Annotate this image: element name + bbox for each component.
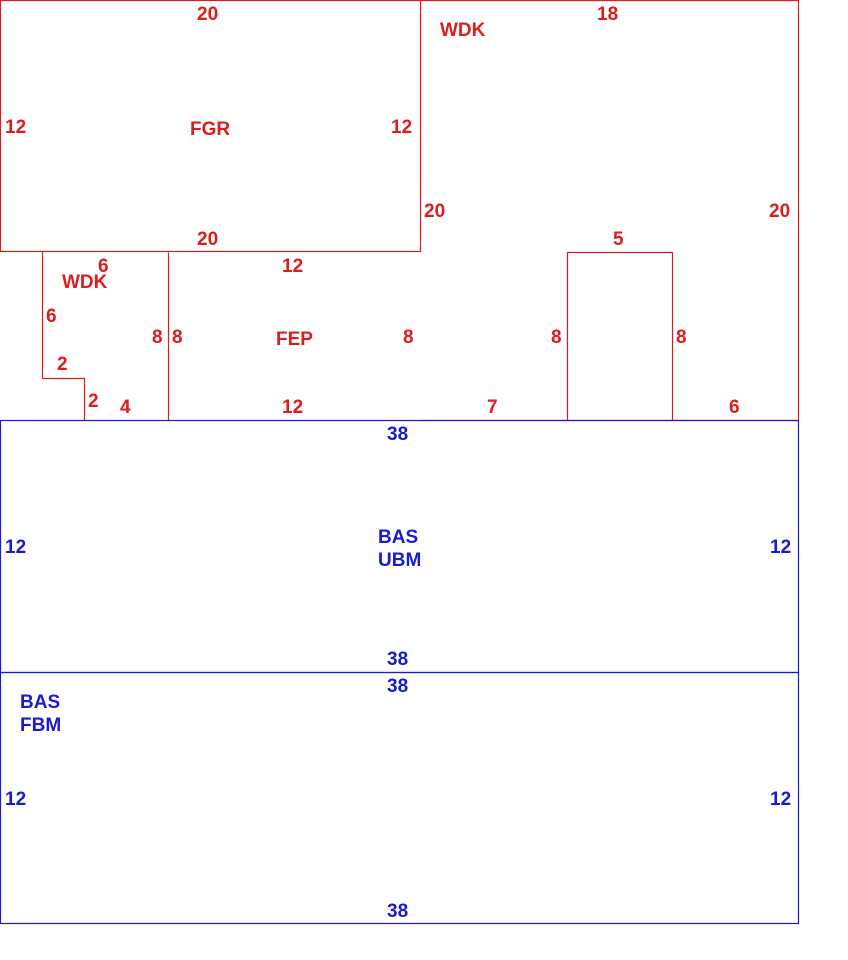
fep-top-dimension: 12 bbox=[282, 256, 303, 277]
bas-ubm-bottom-dimension: 38 bbox=[387, 649, 408, 670]
bas-fbm-right-dimension: 12 bbox=[770, 789, 791, 810]
wdk-large-top-dimension: 18 bbox=[597, 4, 618, 25]
bas-ubm-left-dimension: 12 bbox=[5, 537, 26, 558]
bas-ubm-area: 38 12 12 38 BAS UBM bbox=[5, 424, 791, 670]
wdk-large-bottom-right-dimension: 6 bbox=[729, 397, 740, 418]
wdk-large-label: WDK bbox=[440, 20, 486, 41]
bas-ubm-label-line1: BAS bbox=[378, 527, 418, 548]
cutout-top-dimension: 5 bbox=[613, 229, 624, 250]
fgr-bottom-dimension: 20 bbox=[197, 229, 218, 250]
wdk-small-outline bbox=[41, 251, 86, 421]
bas-ubm-top-dimension: 38 bbox=[387, 424, 408, 445]
fep-bottom-dimension: 12 bbox=[282, 397, 303, 418]
cutout-area: 5 8 8 bbox=[551, 229, 687, 348]
bas-fbm-outline bbox=[0, 671, 800, 925]
fep-area: 12 8 8 12 FEP bbox=[172, 256, 414, 418]
cutout-outline bbox=[566, 251, 674, 421]
fgr-area: 20 12 12 20 FGR bbox=[5, 4, 412, 250]
fgr-left-dimension: 12 bbox=[5, 117, 26, 138]
cutout-right-dimension: 8 bbox=[676, 327, 687, 348]
bas-fbm-left-dimension: 12 bbox=[5, 789, 26, 810]
upper-level-outlines bbox=[0, 0, 800, 422]
fgr-right-dimension: 12 bbox=[391, 117, 412, 138]
fep-left-dimension: 8 bbox=[172, 327, 183, 348]
wdk-large-outline bbox=[420, 0, 800, 422]
fgr-outline bbox=[0, 0, 422, 253]
bas-fbm-bottom-dimension: 38 bbox=[387, 901, 408, 922]
wdk-small-area: 6 WDK 6 2 2 4 8 bbox=[46, 256, 163, 418]
fgr-top-dimension: 20 bbox=[197, 4, 218, 25]
wdk-small-left-dimension: 6 bbox=[46, 306, 57, 327]
bas-fbm-top-dimension: 38 bbox=[387, 676, 408, 697]
wdk-small-bottom-dimension: 4 bbox=[120, 397, 131, 418]
wdk-large-left-dimension: 20 bbox=[424, 201, 445, 222]
basement-outlines bbox=[0, 419, 800, 925]
bas-ubm-label-line2: UBM bbox=[378, 550, 421, 571]
wdk-small-right-dimension: 8 bbox=[152, 327, 163, 348]
fgr-label: FGR bbox=[190, 119, 230, 140]
wdk-small-label: WDK bbox=[62, 272, 108, 293]
wdk-small-top-dimension: 6 bbox=[98, 256, 109, 277]
bas-fbm-area: 38 BAS FBM 12 12 38 bbox=[5, 676, 791, 922]
wdk-large-bottom-left-dimension: 7 bbox=[487, 397, 498, 418]
bas-fbm-label-line1: BAS bbox=[20, 692, 60, 713]
fep-label: FEP bbox=[276, 329, 313, 350]
wdk-small-step-vertical-dimension: 2 bbox=[88, 391, 99, 412]
fep-right-dimension: 8 bbox=[403, 327, 414, 348]
wdk-small-step-horizontal-dimension: 2 bbox=[57, 354, 68, 375]
bas-ubm-right-dimension: 12 bbox=[770, 537, 791, 558]
bas-fbm-label-line2: FBM bbox=[20, 715, 61, 736]
cutout-left-dimension: 8 bbox=[551, 327, 562, 348]
wdk-large-area: WDK 18 20 20 7 6 bbox=[424, 4, 790, 418]
wdk-large-right-dimension: 20 bbox=[769, 201, 790, 222]
